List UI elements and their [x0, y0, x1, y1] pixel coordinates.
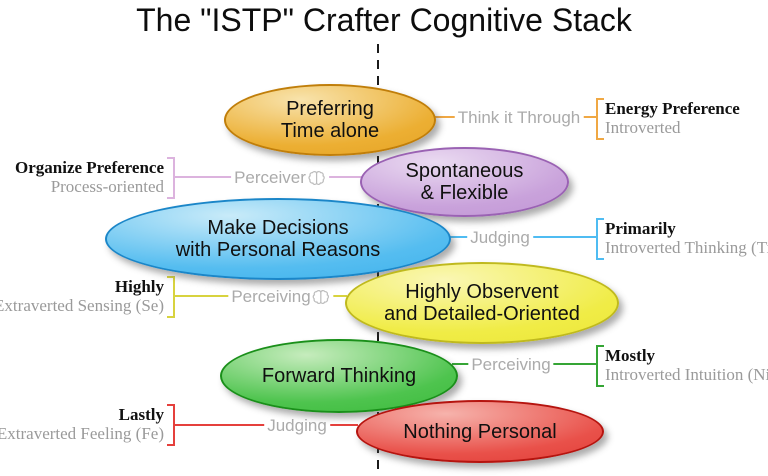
side-label-title: Mostly	[605, 346, 656, 365]
trait-ellipse: Spontaneous & Flexible	[360, 147, 569, 217]
side-label: Organize Preference Process-oriented	[15, 158, 164, 196]
connector-line	[452, 363, 596, 365]
connector-label-text: Perceiving	[231, 287, 311, 306]
page-title: The "ISTP" Crafter Cognitive Stack	[136, 2, 632, 38]
center-dashed-line	[377, 44, 379, 476]
trait-ellipse-label: Highly Observent and Detailed-Oriented	[384, 281, 580, 325]
side-label-title: Organize Preference	[15, 158, 164, 177]
connector-label: Judging	[467, 229, 533, 247]
side-label-subtitle: Introverted Thinking (Ti)	[605, 238, 768, 257]
trait-ellipse-label: Preferring Time alone	[280, 98, 380, 142]
side-label: Energy Preference Introverted	[605, 99, 740, 137]
label-bracket	[167, 157, 175, 199]
trait-ellipse-label: Forward Thinking	[261, 365, 417, 387]
connector-label-text: Perceiving	[471, 355, 551, 374]
side-label-title: Primarily	[605, 219, 676, 238]
trait-ellipse: Highly Observent and Detailed-Oriented	[345, 262, 619, 344]
side-label-subtitle: Extraverted Feeling (Fe)	[0, 424, 164, 443]
connector-line	[174, 295, 347, 297]
side-label-subtitle: Introverted	[605, 118, 681, 137]
trait-ellipse: Preferring Time alone	[224, 84, 436, 156]
connector-label-text: Judging	[470, 228, 530, 247]
side-label: Highly Extraverted Sensing (Se)	[0, 277, 164, 315]
trait-ellipse-label: Spontaneous & Flexible	[405, 160, 524, 204]
side-label-title: Lastly	[118, 405, 164, 424]
connector-label-text: Judging	[267, 416, 327, 435]
trait-ellipse: Make Decisions with Personal Reasons	[105, 198, 451, 280]
side-label-subtitle: Process-oriented	[50, 177, 164, 196]
side-label-subtitle: Introverted Intuition (Ni)	[605, 365, 768, 384]
label-bracket	[167, 404, 175, 446]
connector-label: Judging	[264, 417, 330, 435]
connector-line	[174, 424, 358, 426]
trait-ellipse: Forward Thinking	[220, 339, 458, 413]
label-bracket	[596, 218, 604, 260]
connector-label: Think it Through	[454, 108, 584, 127]
connector-label-text: Think it Through	[457, 108, 581, 127]
connector-line	[445, 236, 596, 238]
connector-label-text: Perceiver	[234, 168, 306, 187]
trait-ellipse-label: Make Decisions with Personal Reasons	[175, 217, 381, 261]
brain-icon	[312, 289, 330, 304]
label-bracket	[596, 345, 604, 387]
connector-line	[430, 116, 596, 118]
label-bracket	[596, 98, 604, 140]
trait-ellipse-label: Nothing Personal	[403, 420, 557, 443]
connector-label: Perceiving	[468, 355, 554, 374]
connector-line	[174, 176, 362, 178]
side-label-title: Highly	[114, 277, 164, 296]
side-label-subtitle: Extraverted Sensing (Se)	[0, 296, 164, 315]
side-label: Mostly Introverted Intuition (Ni)	[605, 346, 768, 384]
side-label-title: Energy Preference	[605, 99, 740, 118]
label-bracket	[167, 276, 175, 318]
connector-label: Perceiver	[231, 169, 329, 187]
side-label: Primarily Introverted Thinking (Ti)	[605, 219, 768, 257]
trait-ellipse: Nothing Personal	[356, 400, 604, 463]
brain-icon	[308, 170, 325, 185]
connector-label: Perceiving	[228, 287, 334, 306]
side-label: Lastly Extraverted Feeling (Fe)	[0, 405, 164, 443]
